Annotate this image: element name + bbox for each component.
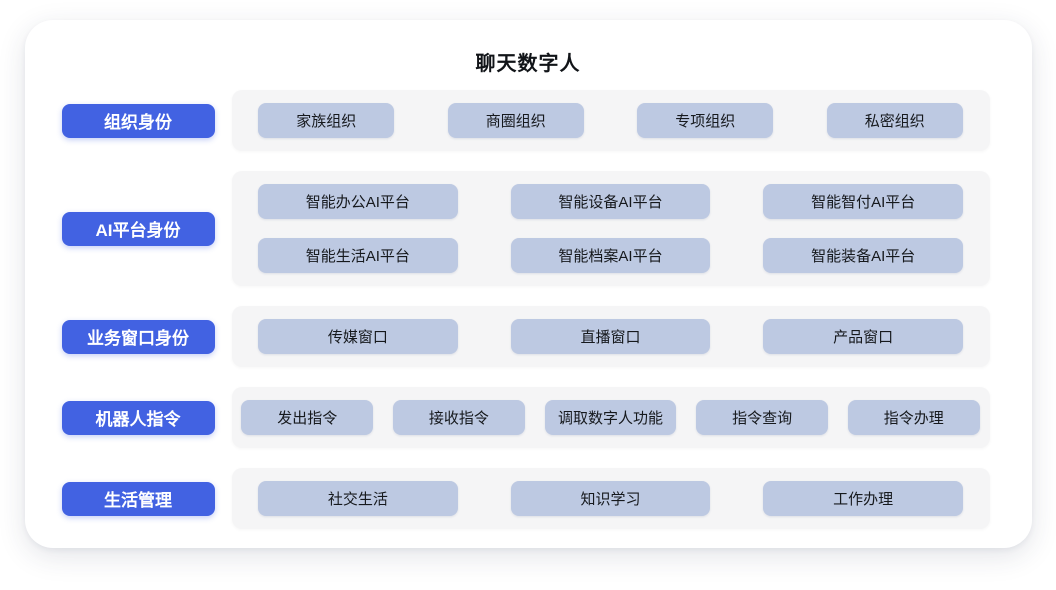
category-label-button[interactable]: 组织身份 <box>61 103 215 138</box>
item-button[interactable]: 智能智付AI平台 <box>763 184 963 219</box>
item-button[interactable]: 智能设备AI平台 <box>510 184 711 219</box>
item-button[interactable]: 产品窗口 <box>763 319 963 354</box>
item-button[interactable]: 智能办公AI平台 <box>258 184 458 219</box>
category-row-5: 生活管理 社交生活 知识学习 工作办理 <box>61 468 990 529</box>
category-label-button[interactable]: AI平台身份 <box>61 211 215 246</box>
item-button[interactable]: 知识学习 <box>510 481 711 516</box>
item-button[interactable]: 智能生活AI平台 <box>258 238 458 273</box>
item-button[interactable]: 智能档案AI平台 <box>510 238 711 273</box>
item-button[interactable]: 发出指令 <box>241 400 374 435</box>
item-button[interactable]: 家族组织 <box>258 103 395 138</box>
item-button[interactable]: 智能装备AI平台 <box>763 238 963 273</box>
item-button[interactable]: 直播窗口 <box>510 319 711 354</box>
item-button[interactable]: 社交生活 <box>258 481 458 516</box>
category-panel: 发出指令接收指令调取数字人功能指令查询指令办理 <box>231 387 990 448</box>
item-button[interactable]: 专项组织 <box>637 103 774 138</box>
item-button[interactable]: 接收指令 <box>392 400 525 435</box>
item-button[interactable]: 工作办理 <box>763 481 963 516</box>
item-button[interactable]: 传媒窗口 <box>258 319 458 354</box>
item-button[interactable]: 私密组织 <box>826 103 963 138</box>
category-row-3: 业务窗口身份 传媒窗口 直播窗口 产品窗口 <box>61 306 990 367</box>
category-panel: 社交生活 知识学习 工作办理 <box>231 468 990 529</box>
category-panel: 传媒窗口 直播窗口 产品窗口 <box>231 306 990 367</box>
item-button[interactable]: 指令查询 <box>696 400 829 435</box>
item-button[interactable]: 指令办理 <box>847 400 980 435</box>
category-label-button[interactable]: 业务窗口身份 <box>61 319 215 354</box>
category-row-4: 机器人指令发出指令接收指令调取数字人功能指令查询指令办理 <box>61 387 990 448</box>
category-label-button[interactable]: 生活管理 <box>61 481 215 516</box>
category-panel: 智能办公AI平台 智能设备AI平台 智能智付AI平台智能生活AI平台 智能档案AI平台… <box>231 171 990 286</box>
category-row-2: AI平台身份智能办公AI平台智能设备AI平台智能智付AI平台智能生活AI平台智能… <box>61 171 990 286</box>
item-button[interactable]: 商圈组织 <box>447 103 584 138</box>
category-panel: 家族组织 商圈组织 专项组织 私密组织 <box>231 90 990 151</box>
page-title: 聊天数字人 <box>475 53 581 75</box>
rows-container: 组织身份 家族组织 商圈组织 专项组织 私密组织 AI平台身份 智能办公AI平台 智能设备AI… <box>25 90 1032 529</box>
category-label-button[interactable]: 机器人指令 <box>61 400 215 435</box>
item-button[interactable]: 调取数字人功能 <box>544 400 677 435</box>
category-row-1: 组织身份 家族组织 商圈组织 专项组织 私密组织 <box>61 90 990 151</box>
